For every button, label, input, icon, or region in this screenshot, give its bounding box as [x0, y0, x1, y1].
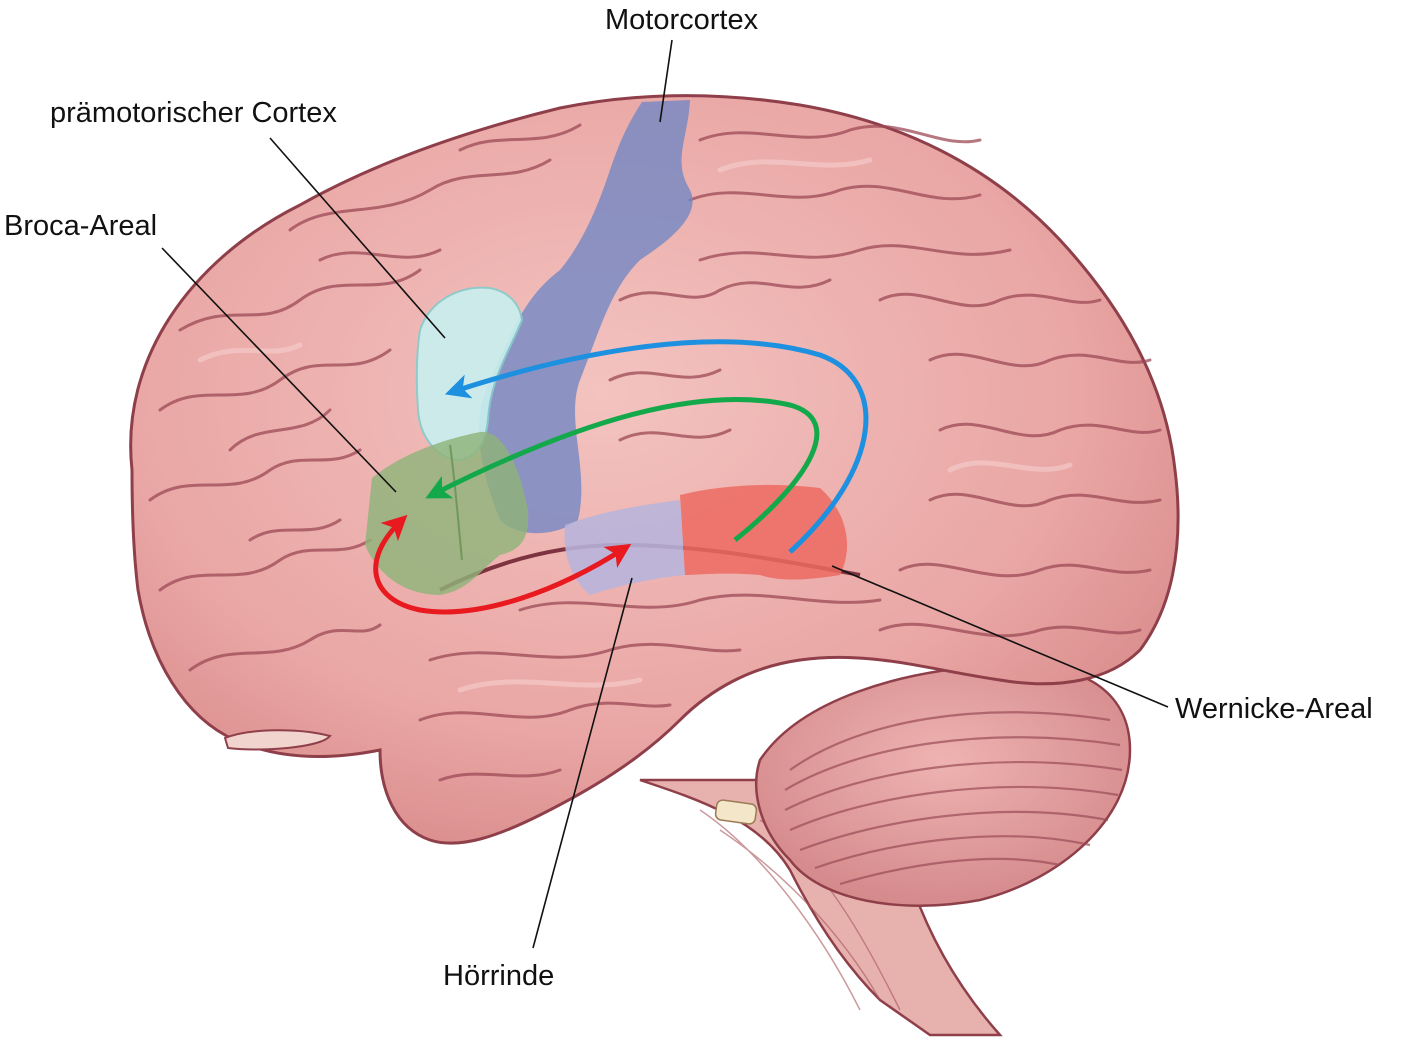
leader-broca	[161, 247, 397, 493]
leader-premotor-cortex	[269, 137, 446, 339]
olfactory-bulb	[223, 729, 332, 751]
label-premotor-cortex: prämotorischer Cortex	[50, 97, 337, 129]
leader-wernicke	[831, 565, 1169, 708]
label-auditory-cortex: Hörrinde	[443, 960, 554, 992]
arrow-wernicke-to-broca	[425, 396, 820, 542]
label-broca: Broca-Areal	[4, 210, 157, 242]
premotor-cortex-area	[415, 286, 524, 462]
wernicke-area	[680, 484, 848, 580]
cerebellum	[755, 663, 1132, 907]
arrow-broca-auditory	[373, 514, 632, 615]
gyri-texture	[148, 123, 1162, 782]
leader-motor-cortex	[659, 39, 673, 123]
arrow-wernicke-to-premotor	[444, 339, 869, 554]
leader-auditory-cortex	[532, 577, 633, 949]
cerebellum-folia	[784, 711, 1123, 886]
motor-cortex-area	[479, 100, 693, 534]
label-motor-cortex: Motorcortex	[605, 4, 759, 36]
nerve-stub	[714, 799, 758, 825]
label-wernicke: Wernicke-Areal	[1175, 693, 1373, 725]
